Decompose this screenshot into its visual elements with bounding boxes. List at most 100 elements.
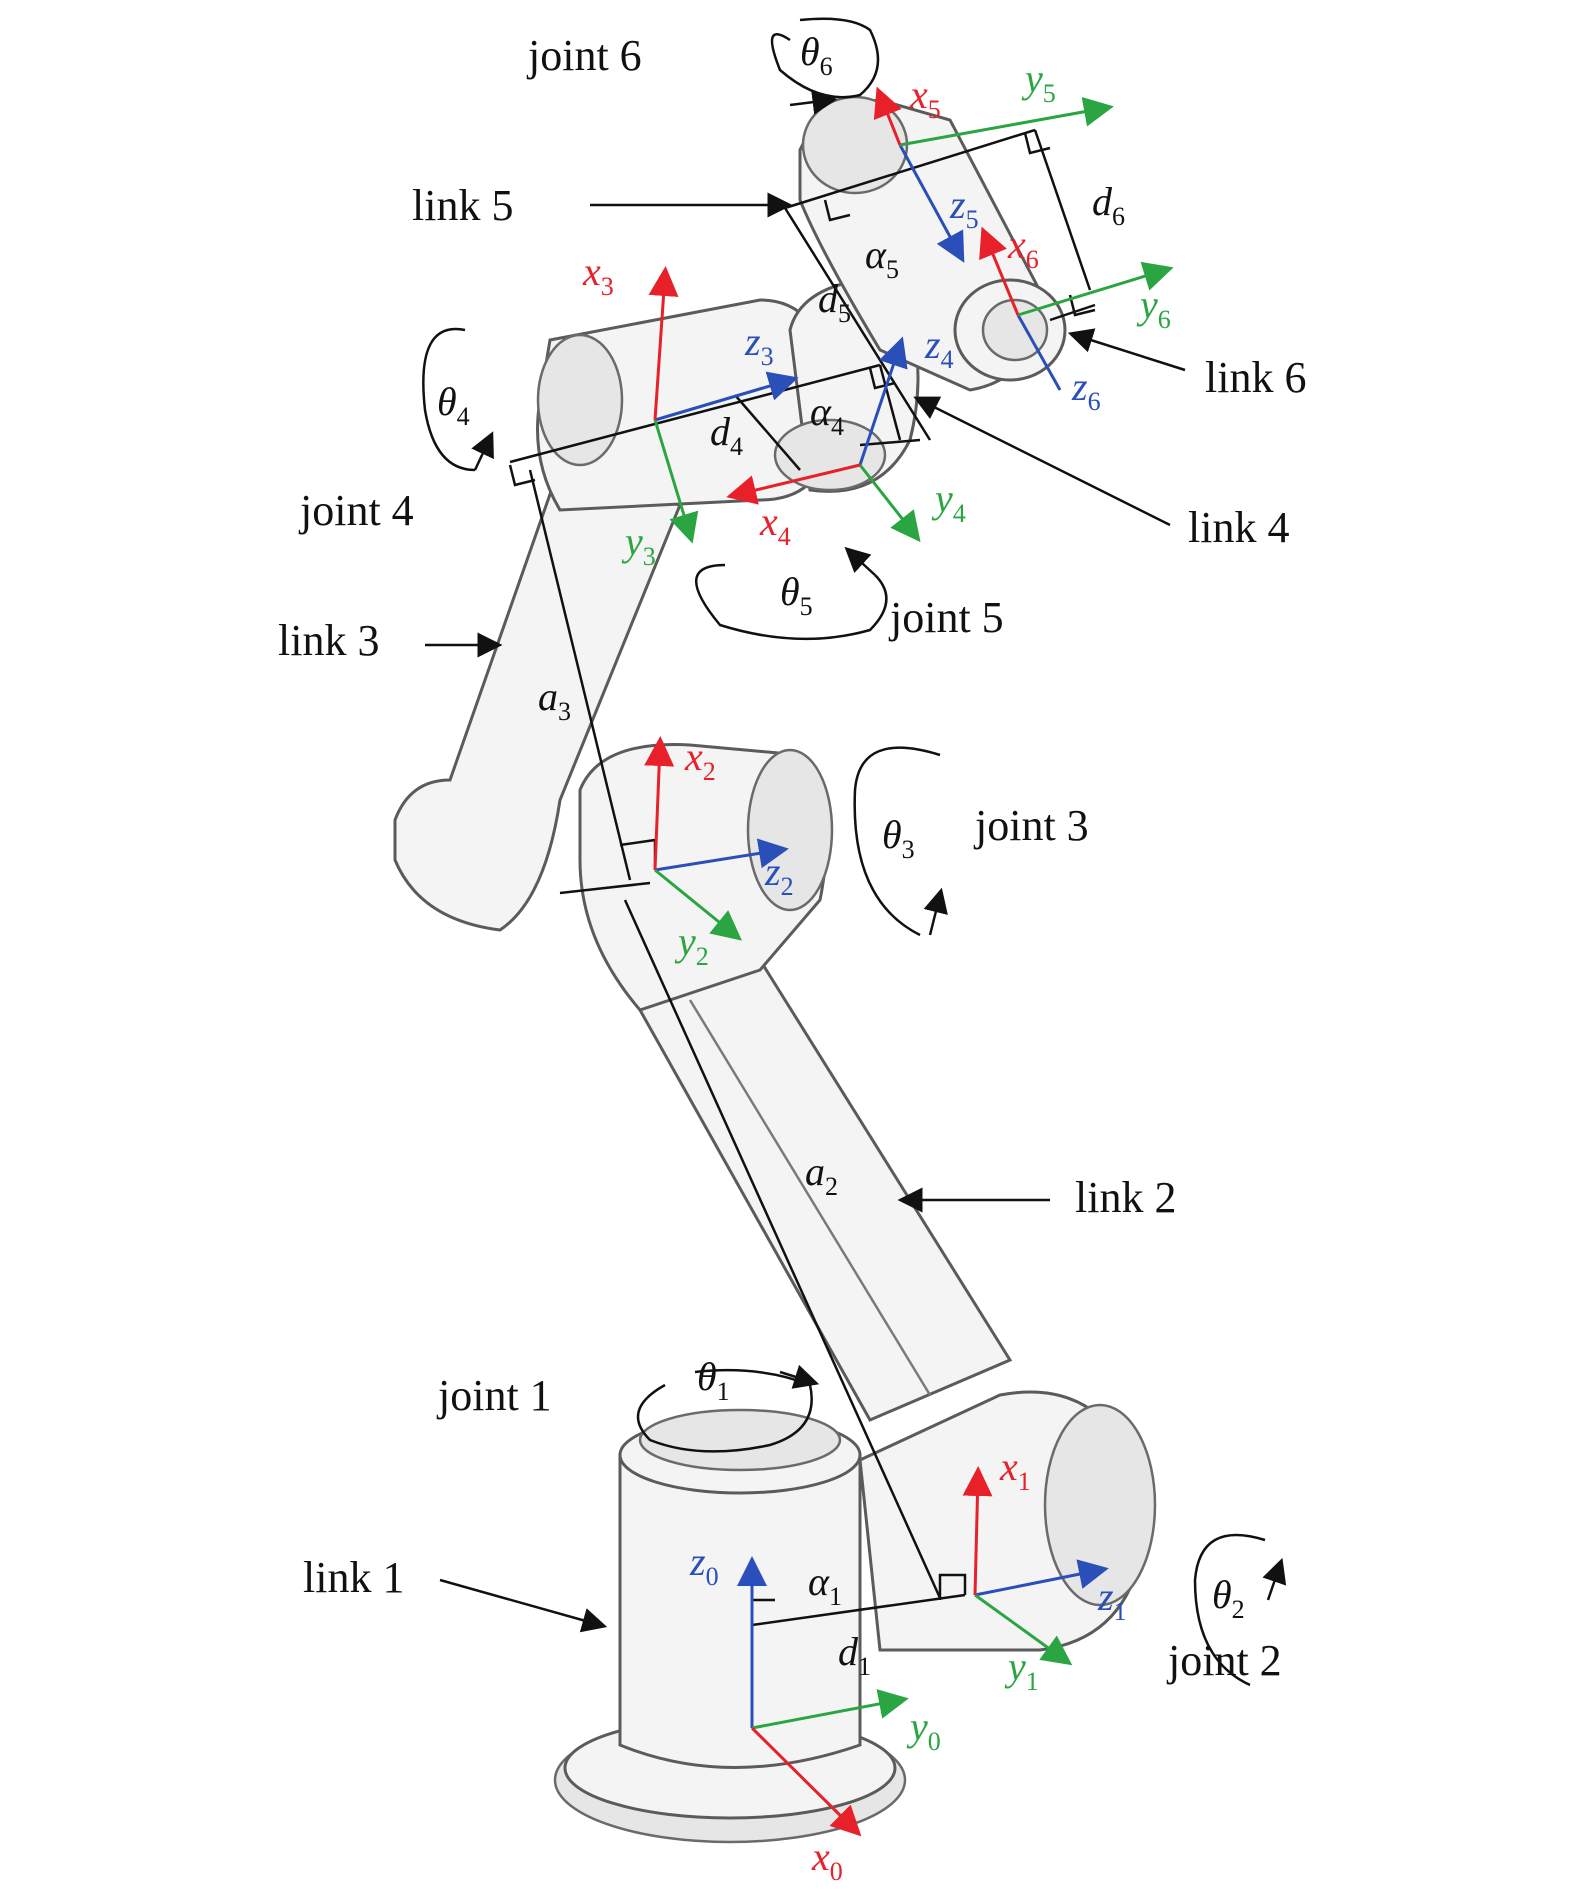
x2-label: x2 xyxy=(684,734,716,786)
a2-symbol: a2 xyxy=(805,1149,838,1201)
z6-label: z6 xyxy=(1071,364,1101,416)
theta2-rotation-arc xyxy=(1193,1533,1266,1687)
d6-link-line xyxy=(1033,129,1092,291)
frame2-z-axis xyxy=(654,838,789,872)
y1-label: y1 xyxy=(1004,1644,1039,1696)
frame2-y-axis xyxy=(654,868,742,941)
frame0-y-axis xyxy=(751,1689,909,1730)
link2-label: link 2 xyxy=(1075,1173,1176,1222)
y6-label: y6 xyxy=(1136,282,1171,334)
joint3-normal xyxy=(559,881,651,895)
x5-label: x5 xyxy=(909,72,941,124)
frame1-y-axis xyxy=(974,1593,1073,1666)
joint3-cap xyxy=(746,748,834,912)
z1-label: z1 xyxy=(1097,1574,1127,1626)
right-angle-frame3 xyxy=(508,464,536,487)
text-labels: joint 1 joint 2 joint 3 joint 4 joint 5 … xyxy=(278,31,1306,1685)
y0-label: y0 xyxy=(906,1704,941,1756)
alpha4-symbol: α4 xyxy=(810,389,844,441)
d4-measure xyxy=(734,394,801,471)
right-angle-frame6 xyxy=(1068,294,1096,317)
joint3-label: joint 3 xyxy=(973,801,1089,850)
kinematic-chain xyxy=(508,128,1096,1628)
link3-label: link 3 xyxy=(278,616,379,665)
y2-label: y2 xyxy=(674,919,709,971)
theta4-rotation-arc xyxy=(422,327,476,472)
frame5-z-axis xyxy=(898,144,965,263)
joint1-cap xyxy=(638,1408,842,1472)
a2-link-line xyxy=(623,899,942,1599)
right-angle-frame5 xyxy=(823,199,851,222)
theta1-symbol: θ1 xyxy=(697,1354,730,1406)
z4-label: z4 xyxy=(924,322,954,374)
parameter-symbols: θ1 θ2 θ3 θ4 θ5 θ6 α1 α4 α5 a2 a3 d1 d4 d… xyxy=(437,29,1245,1886)
frame5-x-axis xyxy=(873,86,902,146)
upper-arm-edge xyxy=(688,999,932,1396)
d5-symbol: d5 xyxy=(818,276,851,328)
link4-label: link 4 xyxy=(1188,503,1289,552)
joint5-cap xyxy=(773,418,887,492)
theta3-rotation-arrow xyxy=(923,887,948,936)
link5-label: link 5 xyxy=(412,181,513,230)
frame5-y-axis xyxy=(899,96,1114,147)
theta5-rotation-arrow xyxy=(844,546,876,576)
d4-symbol: d4 xyxy=(710,409,743,461)
x3-label: x3 xyxy=(582,249,614,301)
theta3-symbol: θ3 xyxy=(882,812,915,864)
frame4-y-axis xyxy=(858,464,921,543)
d5-link-line xyxy=(783,207,932,441)
x6-label: x6 xyxy=(1007,222,1039,274)
link1-pointer xyxy=(439,1578,608,1633)
frame0-x-axis xyxy=(750,1726,862,1837)
frame2-x-axis xyxy=(644,736,675,871)
z2-label: z2 xyxy=(764,849,794,901)
a3-symbol: a3 xyxy=(538,674,571,726)
z5-label: z5 xyxy=(949,182,979,234)
y5-label: y5 xyxy=(1021,56,1056,108)
joint6-label: joint 6 xyxy=(526,31,642,80)
alpha4-normal xyxy=(859,438,921,447)
frame3-z-axis xyxy=(654,371,799,422)
theta5-rotation-arc xyxy=(694,563,888,641)
frame1-x-axis xyxy=(962,1466,993,1596)
robot-body xyxy=(393,95,1157,1844)
alpha5-symbol: α5 xyxy=(865,232,899,284)
d6-symbol: d6 xyxy=(1092,179,1125,231)
theta6-rotation-arc xyxy=(770,17,880,99)
frame6-z-axis xyxy=(1016,314,1062,391)
joint1-label: joint 1 xyxy=(436,1371,552,1420)
frame1-z-axis xyxy=(974,1559,1109,1597)
frame6-x-axis xyxy=(979,226,1020,316)
right-angle-frame1 xyxy=(938,1573,967,1600)
link6-pointer xyxy=(1067,328,1186,372)
x0-label: x0 xyxy=(811,1834,843,1886)
d1-symbol: d1 xyxy=(838,1629,871,1681)
rotation-indicators xyxy=(422,17,1287,1687)
link4-pointer xyxy=(913,396,1171,527)
tool-flange-inner xyxy=(981,298,1049,362)
z3-label: z3 xyxy=(744,319,774,371)
joint4-normal xyxy=(509,363,881,464)
leader-arrows xyxy=(425,192,1186,1633)
forearm xyxy=(393,478,683,932)
theta6-symbol: θ6 xyxy=(800,29,833,81)
right-angle-frame5b xyxy=(1023,132,1051,155)
theta1-rotation-arc xyxy=(636,1368,813,1453)
alpha1-symbol: α1 xyxy=(808,1559,842,1611)
joint5-label: joint 5 xyxy=(888,593,1004,642)
d6-normal xyxy=(1049,303,1096,322)
theta5-symbol: θ5 xyxy=(780,569,813,621)
theta2-rotation-arrow xyxy=(1262,1557,1287,1601)
base-cylinder xyxy=(618,1453,862,1769)
theta4-rotation-arrow xyxy=(471,431,494,471)
a3-link-line xyxy=(528,469,632,881)
joint2-label: joint 2 xyxy=(1166,1636,1282,1685)
joint5-normal xyxy=(784,128,1036,210)
theta3-rotation-arc xyxy=(853,746,941,937)
d1-link-line xyxy=(751,1593,966,1627)
frame6-y-axis xyxy=(1017,261,1174,317)
x4-label: x4 xyxy=(759,499,791,551)
z0-label: z0 xyxy=(689,1539,719,1591)
link1-label: link 1 xyxy=(303,1553,404,1602)
